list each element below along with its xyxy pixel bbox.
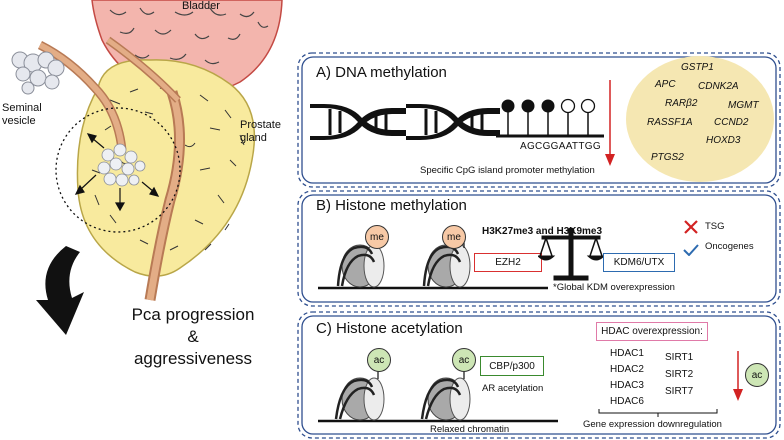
panel-b-footnote: *Global KDM overexpression — [553, 282, 675, 293]
sirt-1: SIRT1 — [665, 352, 694, 363]
methylation-lollipops — [496, 98, 604, 138]
tumor-cells — [97, 143, 146, 187]
balance-scale-icon — [538, 227, 604, 281]
hdac-6: HDAC6 — [610, 396, 644, 407]
down-arrow-a — [605, 80, 615, 166]
gene-bubble — [626, 56, 774, 182]
gene-ccnd2: CCND2 — [714, 117, 749, 128]
methylated-cpg — [501, 99, 515, 113]
me-circle-1: me — [365, 225, 389, 249]
methylated-cpg — [521, 99, 535, 113]
cpg-sequence: AGCGGAATTGG — [520, 141, 601, 152]
gene-mgmt: MGMT — [728, 100, 759, 111]
methylated-cpg — [541, 99, 555, 113]
panel-a-caption: Specific CpG island promoter methylation — [420, 165, 595, 176]
legend-tsg: TSG — [705, 221, 725, 232]
unmethylated-cpg — [580, 98, 596, 114]
down-arrow-c — [733, 351, 743, 401]
dna-helix — [310, 104, 500, 140]
nucleosome — [336, 238, 385, 288]
me-circle-2: me — [442, 225, 466, 249]
cbp-p300-box: CBP/p300 — [480, 356, 544, 376]
nucleosomes-c — [318, 369, 558, 423]
ac-circle-1: ac — [367, 348, 391, 372]
hdac-header-box: HDAC overexpression: — [596, 322, 708, 341]
prostate-gland-label: Prostate gland — [240, 119, 281, 144]
hdac-1: HDAC1 — [610, 348, 644, 359]
gene-ptgs2: PTGS2 — [651, 152, 684, 163]
outcome-label: Pca progression & aggressiveness — [131, 305, 255, 368]
gene-rarb2: RARβ2 — [665, 98, 698, 109]
x-mark-icon — [684, 220, 698, 234]
unmethylated-cpg — [560, 98, 576, 114]
panel-c-title: C) Histone acetylation — [316, 320, 463, 337]
nucleosome — [420, 369, 471, 421]
gene-hoxd3: HOXD3 — [706, 135, 741, 146]
sirt-7: SIRT7 — [665, 386, 694, 397]
hdac-bracket — [598, 409, 718, 417]
ar-acetylation: AR acetylation — [482, 383, 544, 394]
relaxed-chromatin: Relaxed chromatin — [430, 424, 510, 435]
hdac-2: HDAC2 — [610, 364, 644, 375]
panel-a-title: A) DNA methylation — [316, 64, 447, 81]
nucleosomes-b — [318, 238, 548, 290]
tumor-zoom-circle — [55, 107, 181, 233]
downregulation-label: Gene expression downregulation — [583, 419, 722, 430]
ac-circle-2: ac — [452, 348, 476, 372]
gene-cdnk2a: CDNK2A — [698, 81, 739, 92]
check-mark-icon — [683, 244, 699, 256]
gene-rassf1a: RASSF1A — [647, 117, 693, 128]
gene-gstp1: GSTP1 — [681, 62, 714, 73]
progression-arrow — [36, 246, 84, 335]
bladder-label: Bladder — [182, 0, 220, 12]
panel-b-title: B) Histone methylation — [316, 197, 467, 214]
ac-circle-3: ac — [745, 363, 769, 387]
legend-oncogenes: Oncogenes — [705, 241, 754, 252]
hdac-3: HDAC3 — [610, 380, 644, 391]
seminal-vesicle-spheres — [11, 51, 65, 95]
seminal-vesicle-label: Seminal vesicle — [2, 102, 42, 127]
nucleosome — [422, 238, 471, 288]
kdm-box: KDM6/UTX — [603, 253, 675, 272]
ezh2-box: EZH2 — [474, 253, 542, 272]
histone-marks: H3K27me3 and H3K9me3 — [482, 226, 603, 237]
gene-apc: APC — [655, 79, 676, 90]
nucleosome — [334, 369, 385, 421]
anatomy-illustration — [11, 0, 283, 335]
sirt-2: SIRT2 — [665, 369, 694, 380]
